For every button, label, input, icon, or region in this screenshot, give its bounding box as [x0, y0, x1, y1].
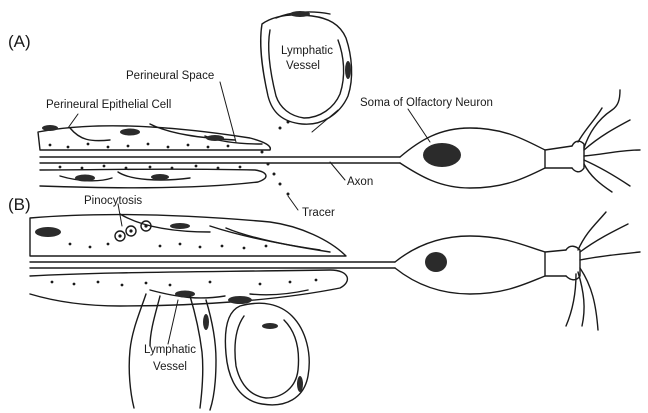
label-lymphatic-vessel-bottom-line2: Vessel — [143, 362, 197, 374]
panel-b-drawing — [30, 212, 640, 410]
tracer-dots-b — [51, 243, 318, 287]
epithelial-nucleus — [151, 174, 169, 180]
epithelial-nucleus — [120, 129, 140, 136]
soma-a — [400, 128, 545, 188]
panel-label-a: (A) — [8, 33, 31, 50]
lymphatic-vessel-b-right — [225, 303, 309, 405]
label-tracer: Tracer — [302, 208, 335, 220]
epithelial-nucleus — [170, 223, 190, 229]
perineural-sheath-a — [38, 126, 270, 150]
perineural-sheath-b — [30, 215, 346, 256]
soma-nucleus-b — [425, 252, 447, 272]
epithelial-nucleus — [35, 227, 61, 237]
epithelial-nucleus — [206, 135, 224, 141]
label-lymphatic-vessel-bottom-line1: Lymphatic — [143, 345, 197, 357]
label-soma-of-olfactory-neuron: Soma of Olfactory Neuron — [360, 98, 493, 110]
epithelial-nucleus — [75, 175, 95, 182]
soma-nucleus-a — [423, 143, 461, 167]
epithelial-nucleus — [228, 296, 252, 304]
label-perineural-epithelial-cell: Perineural Epithelial Cell — [46, 100, 171, 112]
label-axon: Axon — [347, 177, 373, 189]
epithelial-nucleus — [175, 291, 195, 298]
perineural-sheath-b-lower — [30, 270, 347, 306]
epithelial-nucleus — [42, 125, 58, 131]
label-pinocytosis: Pinocytosis — [84, 196, 142, 208]
panel-label-b: (B) — [8, 196, 31, 213]
soma-b — [395, 236, 545, 294]
label-lymphatic-vessel-top-line2: Vessel — [281, 61, 325, 73]
label-lymphatic-vessel-top-line1: Lymphatic — [281, 46, 325, 58]
label-perineural-space: Perineural Space — [126, 71, 214, 83]
tracer-dots-a — [49, 121, 290, 196]
